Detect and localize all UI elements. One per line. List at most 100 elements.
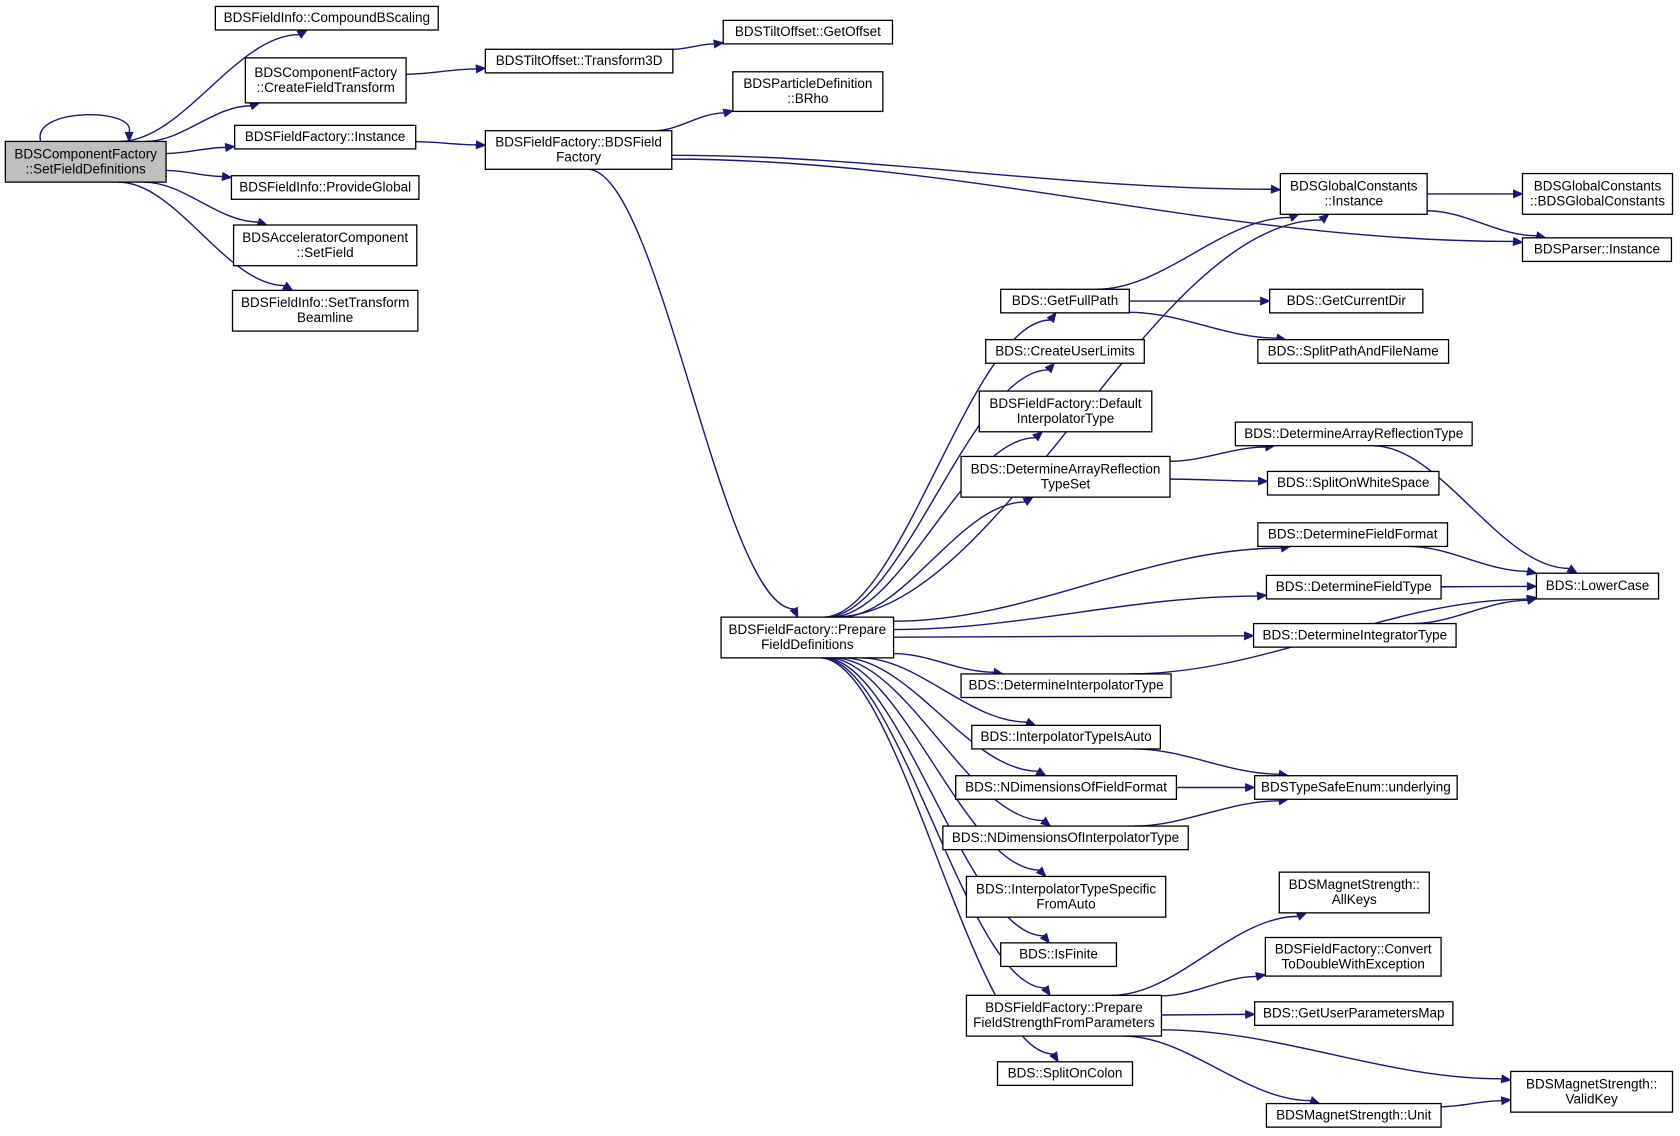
- node-fullpath[interactable]: BDS::GetFullPath: [1000, 288, 1130, 314]
- edge-line: [1161, 1029, 1502, 1080]
- edge-arrowhead: [1526, 594, 1538, 604]
- node-userparam[interactable]: BDS::GetUserParametersMap: [1253, 1001, 1454, 1027]
- node-label: BDS::SplitPathAndFileName: [1268, 343, 1439, 358]
- node-box: [942, 825, 1189, 851]
- node-label: BDSComponentFactory: [254, 65, 397, 80]
- node-label: BDSMagnetStrength::: [1526, 1076, 1657, 1091]
- node-box: [1521, 172, 1674, 215]
- edge-ftype-to-lower: [1441, 581, 1538, 591]
- edge-line: [1161, 975, 1257, 997]
- edge-ffctor-to-prepfd: [587, 168, 799, 619]
- node-label: BDS::DetermineArrayReflectionType: [1244, 426, 1463, 441]
- node-label: BDS::NDimensionsOfInterpolatorType: [952, 830, 1179, 845]
- edge-arrowhead: [296, 29, 309, 39]
- edge-arrowhead: [221, 171, 233, 181]
- edge-line: [842, 657, 1038, 772]
- node-label: ::BRho: [787, 91, 828, 106]
- node-brho[interactable]: BDSParticleDefinition::BRho: [732, 71, 884, 113]
- node-label: BDS::DetermineFieldType: [1276, 579, 1432, 594]
- edge-line: [893, 547, 1282, 622]
- node-ffctor[interactable]: BDSFieldFactory::BDSFieldFactory: [484, 130, 673, 170]
- node-box: [1521, 237, 1673, 263]
- edge-arrowhead: [1245, 782, 1256, 793]
- node-userlim[interactable]: BDS::CreateUserLimits: [985, 338, 1145, 364]
- edge-prepfd-to-fullpath: [822, 311, 1057, 618]
- node-label: ::Instance: [1324, 193, 1383, 208]
- edge-prepfs-to-unit: [1123, 1035, 1321, 1105]
- node-label: TypeSet: [1041, 476, 1091, 491]
- node-box: [230, 175, 420, 200]
- edge-line: [830, 437, 1036, 618]
- node-splitcolon[interactable]: BDS::SplitOnColon: [996, 1061, 1134, 1087]
- node-box: [1266, 470, 1440, 496]
- edge-arrowhead: [1512, 236, 1524, 246]
- node-label: BDS::DetermineFieldFormat: [1268, 527, 1438, 542]
- node-unit[interactable]: BDSMagnetStrength::Unit: [1265, 1102, 1442, 1128]
- node-label: Factory: [556, 150, 601, 165]
- node-interp[interactable]: BDS::DetermineInterpolatorType: [960, 673, 1172, 699]
- node-validkey[interactable]: BDSMagnetStrength::ValidKey: [1510, 1070, 1674, 1113]
- node-label: BDSFieldInfo::CompoundBScaling: [224, 10, 430, 25]
- edge-line: [1169, 446, 1266, 462]
- node-gcinst[interactable]: BDSGlobalConstants::Instance: [1279, 172, 1428, 215]
- node-box: [484, 130, 673, 170]
- node-curdir[interactable]: BDS::GetCurrentDir: [1268, 288, 1424, 314]
- edge-arrowhead: [1257, 476, 1269, 486]
- node-parser[interactable]: BDSParser::Instance: [1521, 237, 1673, 263]
- node-getoffset[interactable]: BDSTiltOffset::GetOffset: [722, 19, 894, 45]
- node-ffinst[interactable]: BDSFieldFactory::Instance: [233, 124, 417, 150]
- node-convdbl[interactable]: BDSFieldFactory::ConvertToDoubleWithExce…: [1264, 936, 1442, 977]
- node-box: [971, 724, 1162, 750]
- edge-arrowhead: [475, 64, 487, 74]
- node-underlying[interactable]: BDSTypeSafeEnum::underlying: [1253, 775, 1458, 800]
- node-box: [233, 124, 417, 150]
- edge-prepfd-to-fformat: [893, 543, 1292, 622]
- node-label: BDS::DetermineInterpolatorType: [969, 678, 1164, 693]
- edge-line: [1441, 1099, 1502, 1108]
- node-box: [1252, 622, 1457, 648]
- node-provglob[interactable]: BDSFieldInfo::ProvideGlobal: [230, 175, 420, 200]
- node-ftype[interactable]: BDS::DetermineFieldType: [1265, 574, 1442, 600]
- node-createft[interactable]: BDSComponentFactory::CreateFieldTransfor…: [244, 57, 407, 104]
- node-prepfs[interactable]: BDSFieldFactory::PrepareFieldStrengthFro…: [965, 994, 1163, 1037]
- node-box: [1279, 172, 1428, 215]
- node-fformat[interactable]: BDS::DetermineFieldFormat: [1257, 522, 1449, 548]
- edge-gcinst-to-gcctor: [1427, 189, 1524, 199]
- node-compound[interactable]: BDSFieldInfo::CompoundBScaling: [214, 5, 439, 31]
- edge-arrowhead: [1566, 564, 1578, 574]
- node-lower[interactable]: BDS::LowerCase: [1535, 572, 1660, 600]
- node-integ[interactable]: BDS::DetermineIntegratorType: [1252, 622, 1457, 648]
- node-label: BDSParser::Instance: [1534, 242, 1660, 257]
- node-isauto[interactable]: BDS::InterpolatorTypeIsAuto: [971, 724, 1162, 750]
- node-setfield[interactable]: BDSAcceleratorComponent::SetField: [232, 224, 418, 267]
- edge-arrowhead: [1044, 362, 1056, 374]
- edge-prepfd-to-definterp: [830, 430, 1044, 618]
- edge-isauto-to-underlying: [1133, 748, 1290, 779]
- node-label: BDSFieldFactory::Instance: [245, 129, 406, 144]
- node-arrref[interactable]: BDS::DetermineArrayReflectionType: [1234, 421, 1473, 447]
- node-ndimff[interactable]: BDS::NDimensionsOfFieldFormat: [955, 775, 1178, 800]
- node-box: [955, 775, 1178, 800]
- node-gcctor[interactable]: BDSGlobalConstants::BDSGlobalConstants: [1521, 172, 1674, 215]
- edge-line: [118, 181, 285, 287]
- node-ndimit[interactable]: BDS::NDimensionsOfInterpolatorType: [942, 825, 1189, 851]
- node-isfinite[interactable]: BDS::IsFinite: [1000, 942, 1118, 968]
- node-box: [1257, 338, 1450, 364]
- node-box: [232, 224, 418, 267]
- edge-ffctor-to-parser: [671, 158, 1524, 246]
- node-trans3d[interactable]: BDSTiltOffset::Transform3D: [484, 48, 674, 74]
- node-box: [1535, 572, 1660, 600]
- node-splitpath[interactable]: BDS::SplitPathAndFileName: [1257, 338, 1450, 364]
- node-root[interactable]: BDSComponentFactory::SetFieldDefinitions: [4, 140, 167, 183]
- node-splitws[interactable]: BDS::SplitOnWhiteSpace: [1266, 470, 1440, 496]
- edge-line: [827, 657, 1040, 871]
- edge-line: [39, 113, 130, 142]
- node-label: BDSFieldFactory::Default: [989, 396, 1142, 411]
- node-allkeys[interactable]: BDSMagnetStrength::AllKeys: [1278, 871, 1430, 914]
